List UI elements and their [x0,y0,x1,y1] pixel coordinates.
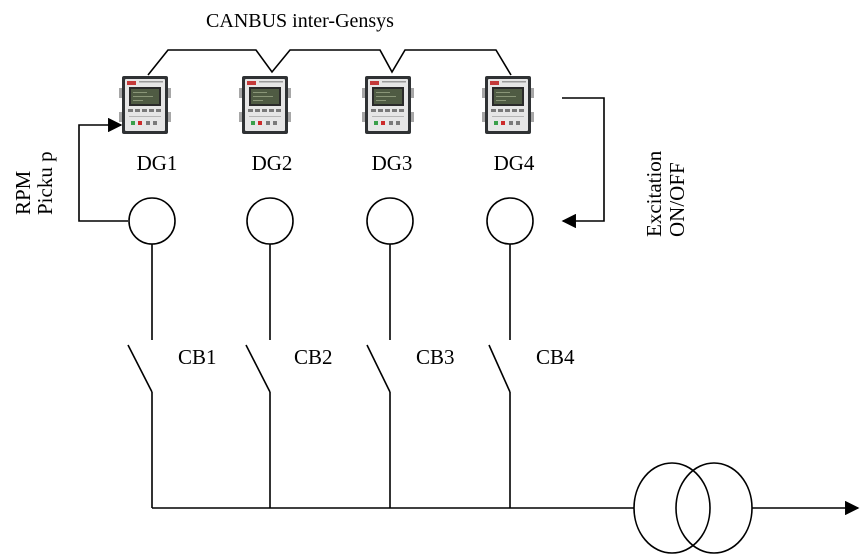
rpm-label: RPM [11,170,35,215]
generator-label-dg3: DG3 [372,151,413,175]
transformer-primary-icon [633,462,711,554]
canbus-title: CANBUS inter-Gensys [206,10,394,32]
generator-dg2-icon [246,197,294,245]
breaker-cb4-icon [488,344,511,393]
feeder-dg4 [488,244,511,508]
transformer-secondary-icon [675,462,753,554]
breaker-cb1-icon [127,344,153,393]
pickup-label: Picku p [33,151,57,215]
feeder-dg3 [366,244,391,508]
excitation-label: Excitation [642,150,666,237]
feeder-dg1 [127,244,153,508]
rpm-pickup-arrow-icon [78,117,128,222]
generator-label-dg4: DG4 [494,151,535,175]
controller-dg1-icon [119,76,171,134]
generator-dg3-icon [366,197,414,245]
feeder-dg2 [245,244,271,508]
breaker-label-cb4: CB4 [536,345,575,369]
breaker-label-cb1: CB1 [178,345,217,369]
generator-label-dg1: DG1 [137,151,178,175]
generator-dg1-icon [128,197,176,245]
onoff-label: ON/OFF [665,162,689,237]
breaker-cb2-icon [245,344,271,393]
breaker-label-cb2: CB2 [294,345,333,369]
controller-dg4-icon [482,76,534,134]
breaker-label-cb3: CB3 [416,345,455,369]
generator-label-dg2: DG2 [252,151,293,175]
excitation-arrow-icon [561,97,605,229]
generator-dg4-icon [486,197,534,245]
canbus-link [147,49,512,76]
controller-dg2-icon [239,76,291,134]
controller-dg3-icon [362,76,414,134]
breaker-cb3-icon [366,344,391,393]
